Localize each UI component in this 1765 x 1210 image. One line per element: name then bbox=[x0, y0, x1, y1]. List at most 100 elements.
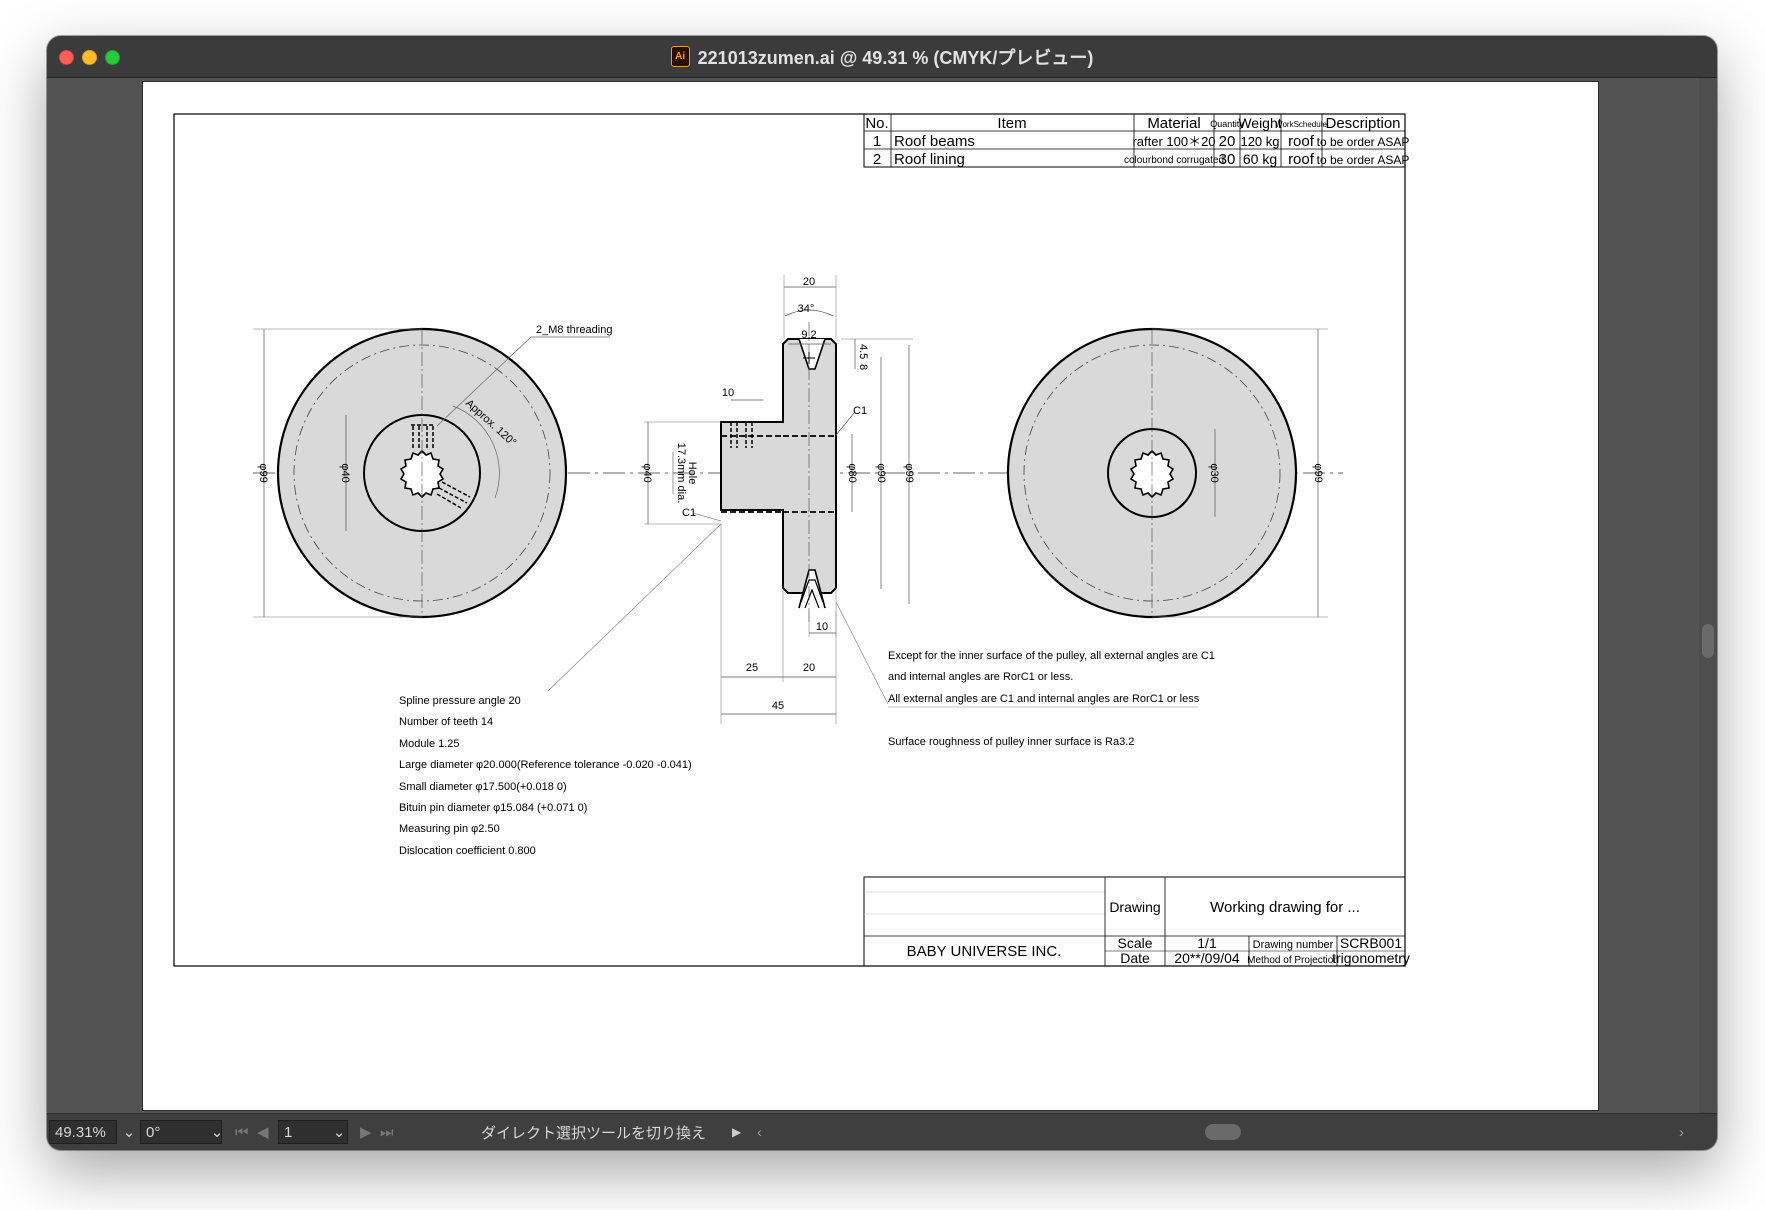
title-bar: Ai 221013zumen.ai @ 49.31 % (CMYK/プレビュー) bbox=[47, 36, 1717, 78]
parts-list-table: No. Item Material Quantity Weight WorkSc… bbox=[863, 113, 1410, 168]
note-left-7: Measuring pin φ2.50 bbox=[399, 823, 500, 835]
spline-notes: Spline pressure angle 20 Number of teeth… bbox=[399, 695, 692, 857]
next-artboard-icon[interactable]: ▶ bbox=[360, 1124, 372, 1141]
phi-99-mid: φ99 bbox=[903, 463, 915, 482]
artboard-number-field[interactable]: 1 bbox=[278, 1120, 348, 1144]
header-no: No. bbox=[865, 115, 888, 132]
rotation-value: 0° bbox=[146, 1123, 161, 1141]
technical-drawing: No. Item Material Quantity Weight WorkSc… bbox=[173, 113, 1410, 967]
row1-quantity: 20 bbox=[1219, 133, 1236, 150]
artboard-number: 1 bbox=[284, 1123, 293, 1141]
header-weight: Weight bbox=[1238, 115, 1281, 131]
note-left-6: Bituin pin diameter φ15.084 (+0.071 0) bbox=[399, 802, 587, 814]
minimize-button[interactable] bbox=[82, 50, 97, 65]
artboard-dropdown-icon[interactable]: ⌄ bbox=[332, 1124, 346, 1141]
dim-10-top: 10 bbox=[722, 387, 734, 399]
title-scale-label: Scale bbox=[1117, 935, 1152, 951]
dim-45: 45 bbox=[772, 700, 784, 712]
front-hub-dim: φ40 bbox=[641, 463, 653, 482]
last-artboard-icon[interactable]: ⏭ bbox=[380, 1123, 394, 1141]
artboard[interactable]: No. Item Material Quantity Weight WorkSc… bbox=[143, 82, 1598, 1110]
right-outer-dim: φ99 bbox=[1312, 463, 1324, 482]
front-view: 20 34° 9.2 4.5 8 C1 φ80 φ90 φ99 10 bbox=[547, 275, 915, 724]
note-left-3: Module 1.25 bbox=[399, 738, 460, 750]
right-inner-dim: φ30 bbox=[1208, 463, 1220, 482]
right-view: φ30 φ99 bbox=[1006, 327, 1328, 619]
header-quantity: Quantity bbox=[1210, 119, 1244, 129]
window-title: 221013zumen.ai @ 49.31 % (CMYK/プレビュー) bbox=[697, 47, 1094, 68]
header-item: Item bbox=[997, 115, 1026, 132]
zoom-button[interactable] bbox=[105, 50, 120, 65]
note-left-8: Dislocation coefficient 0.800 bbox=[399, 845, 536, 857]
title-number-label: Drawing number bbox=[1253, 939, 1334, 951]
title-drawing-value: Working drawing for ... bbox=[1210, 899, 1360, 916]
row1-schedule: roof bbox=[1288, 133, 1315, 150]
header-work-schedule: WorkSchedule bbox=[1275, 120, 1327, 129]
title-block: Drawing Working drawing for ... BABY UNI… bbox=[863, 876, 1410, 967]
title-projection-label: Method of Projection bbox=[1247, 955, 1339, 966]
row2-weight: 60 kg bbox=[1243, 151, 1277, 167]
rotation-field[interactable]: 0° bbox=[140, 1120, 222, 1144]
zoom-field[interactable]: 49.31% bbox=[49, 1120, 117, 1144]
left-view: φ99 φ40 2_M8 threading Approx. 120° bbox=[253, 324, 612, 619]
row2-item: Roof lining bbox=[894, 151, 965, 168]
c1-hub: C1 bbox=[682, 507, 696, 519]
row2-schedule: roof bbox=[1288, 151, 1315, 168]
dim-10-bottom: 10 bbox=[816, 621, 828, 633]
illustrator-window: Ai 221013zumen.ai @ 49.31 % (CMYK/プレビュー)… bbox=[47, 36, 1717, 1150]
dim-4-5: 4.5 bbox=[857, 344, 869, 359]
surface-notes: Except for the inner surface of the pull… bbox=[888, 650, 1215, 748]
scroll-right-icon[interactable]: › bbox=[1679, 1123, 1684, 1141]
threading-label: 2_M8 threading bbox=[536, 324, 612, 336]
row1-no: 1 bbox=[873, 133, 881, 150]
row1-weight: 120 kg bbox=[1240, 134, 1279, 149]
prev-artboard-icon[interactable]: ◀ bbox=[257, 1124, 269, 1141]
horizontal-scroll-thumb[interactable] bbox=[1205, 1124, 1241, 1140]
note-left-1: Spline pressure angle 20 bbox=[399, 695, 521, 707]
note-right-4: Surface roughness of pulley inner surfac… bbox=[888, 736, 1134, 748]
status-menu-arrow-icon[interactable]: ▶ bbox=[732, 1125, 742, 1139]
row1-description: to be order ASAP bbox=[1317, 135, 1410, 149]
status-bar: 49.31% ⌄ 0° ⌄ ⏮ ◀ 1 ⌄ ▶ ⏭ ダイレクト選択ツールを切り換… bbox=[47, 1113, 1717, 1150]
header-material: Material bbox=[1147, 115, 1200, 132]
close-button[interactable] bbox=[59, 50, 74, 65]
row2-no: 2 bbox=[873, 151, 881, 168]
row2-material: colourbond corrugated bbox=[1124, 155, 1224, 166]
dim-8: 8 bbox=[857, 364, 869, 370]
note-right-1: Except for the inner surface of the pull… bbox=[888, 650, 1215, 662]
scroll-left-icon[interactable]: ‹ bbox=[757, 1123, 762, 1141]
row2-quantity: 30 bbox=[1219, 151, 1236, 168]
vertical-scrollbar[interactable] bbox=[1699, 78, 1717, 1114]
dim-9-2: 9.2 bbox=[801, 329, 816, 341]
note-left-2: Number of teeth 14 bbox=[399, 716, 493, 728]
row1-material: rafter 100＊20 bbox=[1132, 134, 1215, 149]
title-date-label: Date bbox=[1120, 950, 1150, 966]
vertical-scroll-thumb[interactable] bbox=[1702, 624, 1714, 658]
hole-label-2: 17.3mm dia. bbox=[675, 443, 687, 504]
angle-34: 34° bbox=[798, 303, 815, 315]
left-outer-dim: φ99 bbox=[257, 463, 269, 482]
header-description: Description bbox=[1325, 115, 1400, 132]
window-title-group: Ai 221013zumen.ai @ 49.31 % (CMYK/プレビュー) bbox=[47, 36, 1717, 77]
hole-label-1: Hole bbox=[686, 462, 698, 485]
first-artboard-icon[interactable]: ⏮ bbox=[235, 1123, 249, 1141]
phi-80: φ80 bbox=[846, 463, 858, 482]
illustrator-app-icon: Ai bbox=[670, 46, 690, 67]
zoom-value: 49.31% bbox=[55, 1123, 106, 1141]
title-scale-value: 1/1 bbox=[1197, 935, 1217, 951]
c1-pulley: C1 bbox=[853, 405, 867, 417]
title-date-value: 20**/09/04 bbox=[1174, 950, 1240, 966]
dim-20-bottom: 20 bbox=[803, 662, 815, 674]
row2-description: to be order ASAP bbox=[1317, 153, 1410, 167]
note-right-2: and internal angles are RorC1 or less. bbox=[888, 671, 1073, 683]
dim-25: 25 bbox=[746, 662, 758, 674]
tool-hint: ダイレクト選択ツールを切り換え bbox=[481, 1124, 707, 1142]
drawing-frame bbox=[173, 113, 1406, 967]
left-hub-dim: φ40 bbox=[339, 463, 351, 482]
note-left-4: Large diameter φ20.000(Reference toleran… bbox=[399, 759, 692, 771]
title-number-value: SCRB001 bbox=[1340, 935, 1402, 951]
zoom-dropdown-icon[interactable]: ⌄ bbox=[122, 1124, 136, 1141]
title-company: BABY UNIVERSE INC. bbox=[907, 943, 1062, 960]
rotation-dropdown-icon[interactable]: ⌄ bbox=[210, 1124, 224, 1141]
row1-item: Roof beams bbox=[894, 133, 975, 150]
